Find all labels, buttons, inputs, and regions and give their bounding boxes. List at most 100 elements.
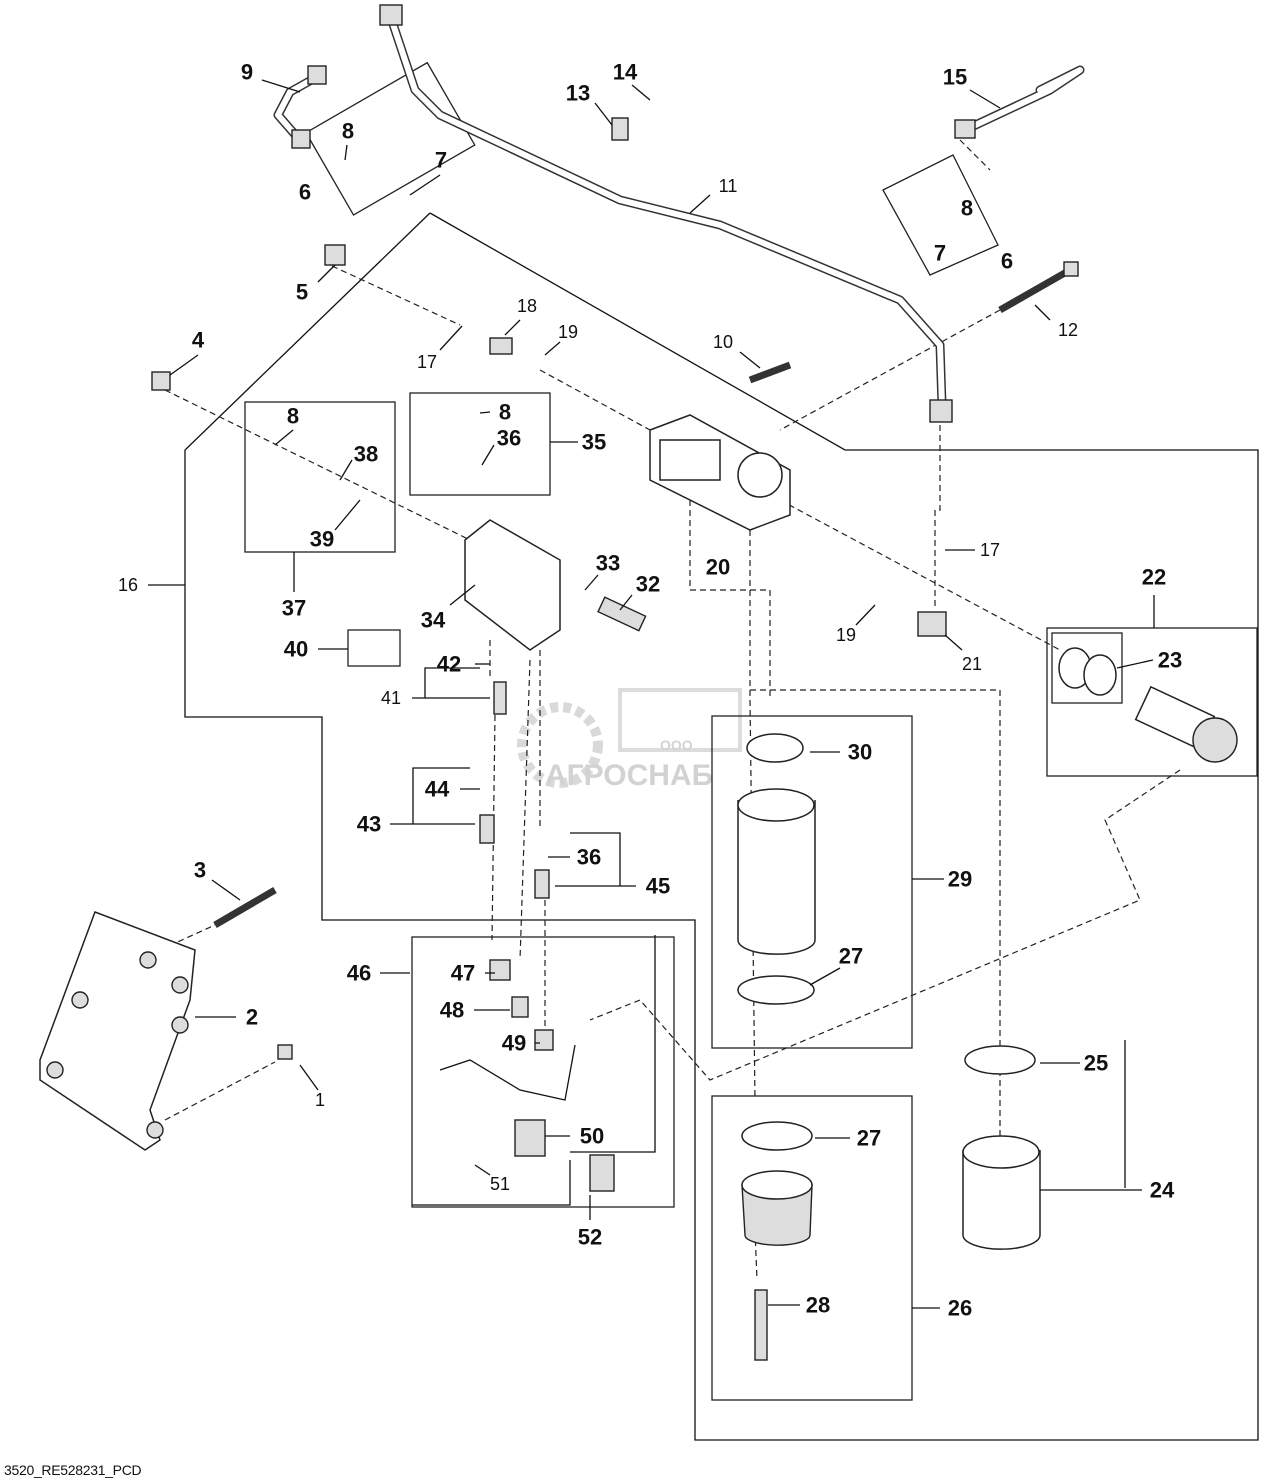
mounting-bracket-2 xyxy=(39,911,196,1151)
callout: 27 xyxy=(857,1126,881,1151)
wiring-harness-50 xyxy=(439,681,615,1192)
callout: 12 xyxy=(1058,320,1078,340)
callout: 7 xyxy=(435,148,447,173)
callout: 2 xyxy=(246,1005,258,1030)
callout: 40 xyxy=(284,637,308,662)
box-6-left xyxy=(305,61,476,216)
callout: 24 xyxy=(1150,1178,1175,1203)
callout: 46 xyxy=(347,961,371,986)
callout: 36 xyxy=(577,845,601,870)
callout: 6 xyxy=(1001,249,1013,274)
watermark-name: АГРОСНАБ xyxy=(545,759,713,792)
callout: 34 xyxy=(421,608,446,633)
box-40 xyxy=(347,629,401,667)
callouts: 9 8 7 6 14 13 11 15 8 7 6 5 18 19 17 12 … xyxy=(118,60,1182,1321)
callout: 11 xyxy=(719,176,738,196)
callout: 10 xyxy=(713,332,733,352)
pump-22 xyxy=(1134,685,1238,763)
callout: 44 xyxy=(425,777,450,802)
callout: 50 xyxy=(580,1124,604,1149)
box-6-right xyxy=(882,154,999,276)
nut-4 xyxy=(151,371,171,391)
box-22 xyxy=(1046,627,1258,777)
callout: 45 xyxy=(646,874,670,899)
callout: 15 xyxy=(943,65,967,90)
callout: 37 xyxy=(282,596,306,621)
callout: 8 xyxy=(287,404,299,429)
callout: 41 xyxy=(381,688,401,708)
callout: 17 xyxy=(417,352,437,372)
callout: 21 xyxy=(962,654,982,674)
callout: 26 xyxy=(948,1296,972,1321)
box-46 xyxy=(411,936,675,1208)
callout: 3 xyxy=(194,858,206,883)
bolt-12-head xyxy=(1063,261,1079,277)
callout: 43 xyxy=(357,812,381,837)
callout: 48 xyxy=(440,998,464,1023)
callout: 49 xyxy=(502,1031,526,1056)
callout: 23 xyxy=(1158,648,1182,673)
callout: 8 xyxy=(342,119,354,144)
fitting-18 xyxy=(489,337,513,355)
box-23 xyxy=(1051,632,1123,704)
filter-element-24 xyxy=(962,1045,1041,1250)
plate-34 xyxy=(464,519,561,651)
fuel-line-9 xyxy=(273,65,327,149)
callout: 1 xyxy=(315,1090,325,1110)
clamp-13 xyxy=(611,117,629,141)
callout: 28 xyxy=(806,1293,830,1318)
callout: 18 xyxy=(517,296,537,316)
callout: 16 xyxy=(118,575,138,595)
callout: 36 xyxy=(497,426,521,451)
box-37 xyxy=(244,401,396,553)
callout: 14 xyxy=(613,60,638,85)
callout: 29 xyxy=(948,867,972,892)
filter-element-29 xyxy=(737,733,816,1005)
callout: 7 xyxy=(934,241,946,266)
callout: 27 xyxy=(839,944,863,969)
bolt-1 xyxy=(277,1044,293,1060)
leader-lines xyxy=(148,79,1155,1309)
callout: 5 xyxy=(296,280,308,305)
bolt-10 xyxy=(748,361,792,384)
assembly-outline-16 xyxy=(184,212,1259,1441)
nut-5 xyxy=(324,244,346,266)
callout: 4 xyxy=(192,328,205,353)
o-ring-23b xyxy=(1083,654,1117,696)
callout: 9 xyxy=(241,60,253,85)
callout: 20 xyxy=(706,555,730,580)
sensor-32 xyxy=(597,596,647,632)
callout: 38 xyxy=(354,442,378,467)
callout: 35 xyxy=(582,430,606,455)
fuel-line-15 xyxy=(954,65,1085,139)
callout: 19 xyxy=(558,322,578,342)
callout: 51 xyxy=(490,1174,510,1194)
bolt-3 xyxy=(213,886,277,929)
callout: 25 xyxy=(1084,1051,1108,1076)
callout: 17 xyxy=(980,540,1000,560)
box-26 xyxy=(711,1095,913,1401)
filter-head-20 xyxy=(649,414,791,531)
callout: 39 xyxy=(310,527,334,552)
elbow-21 xyxy=(917,611,947,637)
callout: 22 xyxy=(1142,565,1166,590)
box-35 xyxy=(409,392,551,496)
callout: 32 xyxy=(636,572,660,597)
callout: 52 xyxy=(578,1225,602,1250)
watermark-prefix: ООО xyxy=(660,737,693,753)
water-bowl-26 xyxy=(741,1121,813,1361)
callout: 30 xyxy=(848,740,872,765)
callout: 19 xyxy=(836,625,856,645)
callout: 6 xyxy=(299,180,311,205)
callout: 47 xyxy=(451,961,475,986)
diagram-caption: 3520_RE528231_PCD xyxy=(4,1462,142,1478)
callout: 42 xyxy=(437,652,461,677)
watermark-logo: ООО АГРОСНАБ xyxy=(517,688,742,792)
callout: 8 xyxy=(961,196,973,221)
callout: 8 xyxy=(499,400,511,425)
fuel-line-11 xyxy=(379,4,953,423)
callout: 13 xyxy=(566,81,590,106)
box-29 xyxy=(711,715,913,1049)
